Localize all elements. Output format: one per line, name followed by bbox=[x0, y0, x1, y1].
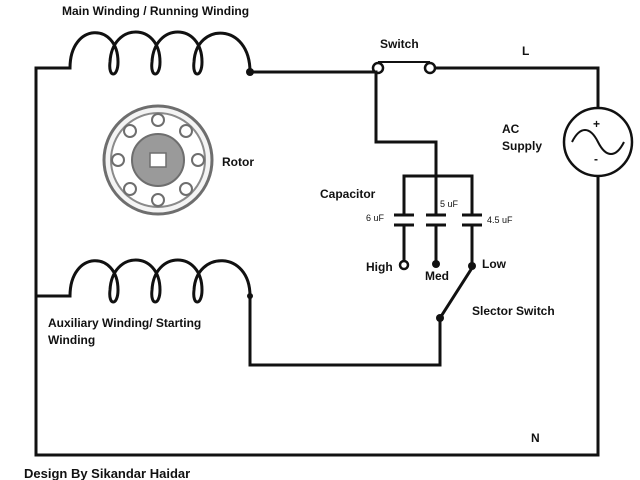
capacitor-6uf-symbol bbox=[394, 213, 414, 227]
supply-label: Supply bbox=[502, 139, 542, 153]
cap-45uf-label: 4.5 uF bbox=[487, 215, 513, 225]
aux-winding-label-line1: Auxiliary Winding/ Starting bbox=[48, 316, 201, 330]
selector-switch-label: Slector Switch bbox=[472, 304, 555, 318]
med-label: Med bbox=[425, 269, 449, 283]
switch-to-line-wire bbox=[428, 66, 600, 110]
line-label: L bbox=[522, 44, 529, 58]
sine-wave-icon bbox=[571, 129, 625, 155]
neutral-label: N bbox=[531, 431, 540, 445]
capacitor-label: Capacitor bbox=[320, 187, 376, 201]
main-winding-terminal bbox=[246, 68, 254, 76]
aux-winding-terminal bbox=[247, 293, 253, 299]
ac-plus-sign: + bbox=[593, 117, 600, 131]
high-label: High bbox=[366, 260, 393, 274]
med-terminal bbox=[432, 260, 440, 268]
selector-switch-arm bbox=[437, 265, 475, 321]
selector-pivot bbox=[436, 314, 444, 322]
aux-return-wire bbox=[248, 294, 442, 367]
cap-5uf-label: 5 uF bbox=[440, 199, 459, 209]
credit-text: Design By Sikandar Haidar bbox=[24, 466, 190, 480]
switch-contact-right bbox=[423, 61, 437, 75]
low-terminal bbox=[468, 262, 476, 270]
high-terminal bbox=[398, 259, 410, 271]
cap-6uf-label: 6 uF bbox=[366, 213, 385, 223]
main-winding-label: Main Winding / Running Winding bbox=[62, 4, 249, 18]
capacitor-5uf-symbol bbox=[426, 213, 446, 227]
aux-winding-coil bbox=[68, 258, 252, 304]
low-label: Low bbox=[482, 257, 507, 271]
main-winding-coil bbox=[68, 30, 252, 76]
switch-label: Switch bbox=[380, 37, 419, 51]
aux-winding-label-line2: Winding bbox=[48, 333, 95, 347]
switch-drop-wire bbox=[374, 70, 438, 178]
ac-minus-sign: - bbox=[594, 152, 598, 166]
ac-label: AC bbox=[502, 122, 520, 136]
rotor-icon bbox=[102, 104, 214, 216]
left-outer-wire bbox=[34, 66, 600, 457]
capacitor-4-5uf-symbol bbox=[462, 213, 482, 227]
rotor-label: Rotor bbox=[222, 155, 254, 169]
